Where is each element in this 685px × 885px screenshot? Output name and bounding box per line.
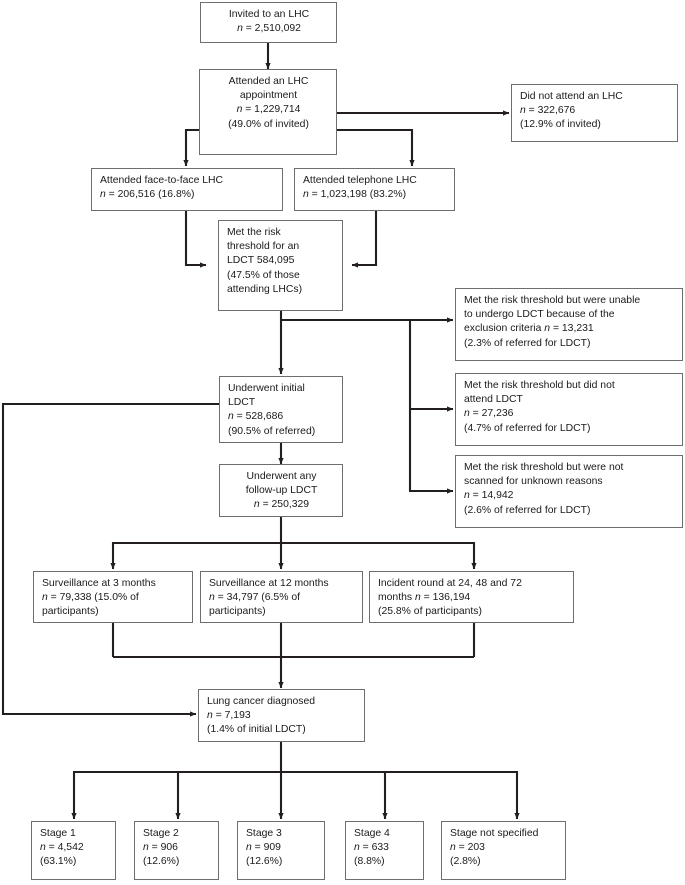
node-line: n = 203 (450, 842, 485, 854)
node-line: n = 79,338 (15.0% of (42, 592, 139, 604)
edge-initial-ldct-to-lung-cancer (1, 402, 220, 717)
node-line: Surveillance at 3 months (42, 578, 156, 589)
node-line: to undergo LDCT because of the (464, 309, 615, 321)
node-line: Surveillance at 12 months (209, 578, 329, 589)
node-line: Met the risk threshold but were unable (464, 295, 641, 306)
node-line: (49.0% of invited) (228, 118, 309, 130)
node-line: (1.4% of initial LDCT) (207, 724, 306, 736)
node-line: n = 906 (143, 842, 178, 854)
node-stage-4: Stage 4 n = 633 (8.8%) (345, 821, 424, 880)
node-stage-1: Stage 1 n = 4,542 (63.1%) (31, 821, 116, 880)
node-line: months n = 136,194 (378, 592, 471, 604)
node-line: Stage not specified (450, 828, 539, 839)
node-line: (2.8%) (450, 856, 481, 868)
node-surveillance-3-months: Surveillance at 3 months n = 79,338 (15.0… (33, 571, 193, 623)
node-line: Stage 4 (354, 828, 390, 839)
node-line: (4.7% of referred for LDCT) (464, 422, 591, 434)
node-line: Did not attend an LHC (520, 91, 623, 102)
node-line: Stage 3 (246, 828, 282, 839)
node-line: Incident round at 24, 48 and 72 (378, 578, 522, 589)
node-line: (12.6%) (246, 856, 283, 868)
node-surveillance-12-months: Surveillance at 12 months n = 34,797 (6.5… (200, 571, 363, 623)
edge-attended-to-face-to-face (183, 128, 199, 167)
node-line: (2.3% of referred for LDCT) (464, 337, 591, 349)
node-line: Attended an LHC (228, 76, 309, 87)
node-met-risk-threshold: Met the risk threshold for an LDCT 584,095… (218, 220, 343, 311)
node-line: n = 322,676 (520, 105, 576, 117)
node-underwent-followup-ldct: Underwent any follow-up LDCT n = 250,329 (219, 464, 343, 517)
node-line: (47.5% of those (227, 269, 300, 281)
node-line: LDCT (228, 397, 256, 409)
node-line: n = 4,542 (40, 842, 84, 854)
node-line: (90.5% of referred) (228, 425, 316, 437)
edge-face-to-face-to-threshold (184, 211, 207, 268)
node-line: (12.9% of invited) (520, 119, 601, 131)
node-line: scanned for unknown reasons (464, 476, 603, 488)
node-line: attending LHCs) (227, 283, 303, 295)
node-line: n = 14,942 (464, 490, 514, 502)
node-line: Met the risk threshold but were not (464, 462, 624, 473)
node-line: n = 27,236 (464, 408, 514, 420)
node-line: appointment (239, 90, 298, 102)
node-line: n = 34,797 (6.5% of (209, 592, 300, 604)
node-did-not-attend-lhc: Did not attend an LHC n = 322,676 (12.9% o… (511, 84, 678, 142)
node-stage-not-specified: Stage not specified n = 203 (2.8%) (441, 821, 566, 880)
node-line: Invited to an LHC (228, 9, 310, 20)
node-line: (63.1%) (40, 856, 77, 868)
node-line: n = 1,229,714 (236, 104, 301, 116)
node-attended-face-to-face: Attended face-to-face LHC n = 206,516 (16… (91, 168, 283, 211)
node-invited-to-lhc: Invited to an LHC n = 2,510,092 (200, 2, 337, 43)
node-incident-round: Incident round at 24, 48 and 72 months n … (369, 571, 574, 623)
edge-telephone-to-threshold (351, 211, 378, 268)
node-stage-2: Stage 2 n = 906 (12.6%) (134, 821, 219, 880)
node-line: threshold for an (227, 241, 300, 253)
node-line: Met the risk threshold but did not (464, 380, 615, 391)
node-line: (25.8% of participants) (378, 606, 482, 618)
node-line: (8.8%) (354, 856, 385, 868)
node-line: (12.6%) (143, 856, 180, 868)
node-line: n = 2,510,092 (237, 23, 301, 35)
node-line: Attended telephone LHC (303, 175, 417, 186)
node-line: attend LDCT (464, 394, 523, 406)
node-line: follow-up LDCT (245, 485, 318, 497)
node-did-not-attend-ldct: Met the risk threshold but did not attend… (455, 373, 683, 446)
node-line: LDCT 584,095 (227, 255, 295, 267)
node-not-scanned-unknown: Met the risk threshold but were not scann… (455, 455, 683, 528)
node-line: n = 633 (354, 842, 389, 854)
node-line: n = 250,329 (253, 499, 310, 511)
node-line: n = 206,516 (16.8%) (100, 189, 195, 201)
node-line: Stage 1 (40, 828, 76, 839)
edge-attended-to-telephone (337, 128, 415, 167)
node-line: Underwent initial (228, 383, 305, 394)
node-line: Underwent any (246, 471, 317, 482)
node-line: n = 1,023,198 (83.2%) (303, 189, 407, 201)
node-line: n = 7,193 (207, 710, 251, 722)
node-stage-3: Stage 3 n = 909 (12.6%) (237, 821, 325, 880)
node-line: (2.6% of referred for LDCT) (464, 504, 591, 516)
node-line: Attended face-to-face LHC (100, 175, 224, 186)
node-line: Lung cancer diagnosed (207, 696, 316, 707)
node-exclusion-criteria: Met the risk threshold but were unable to… (455, 288, 683, 361)
node-lung-cancer-diagnosed: Lung cancer diagnosed n = 7,193 (1.4% of i… (198, 689, 365, 742)
node-line: Stage 2 (143, 828, 179, 839)
node-line: participants) (42, 606, 99, 618)
node-line: participants) (209, 606, 266, 618)
node-attended-telephone: Attended telephone LHC n = 1,023,198 (83.… (294, 168, 455, 211)
node-attended-lhc-appointment: Attended an LHC appointment n = 1,229,714 (… (199, 69, 337, 155)
node-line: Met the risk (227, 227, 281, 238)
node-line: n = 909 (246, 842, 281, 854)
node-line: exclusion criteria n = 13,231 (464, 323, 594, 335)
node-line: n = 528,686 (228, 411, 284, 423)
